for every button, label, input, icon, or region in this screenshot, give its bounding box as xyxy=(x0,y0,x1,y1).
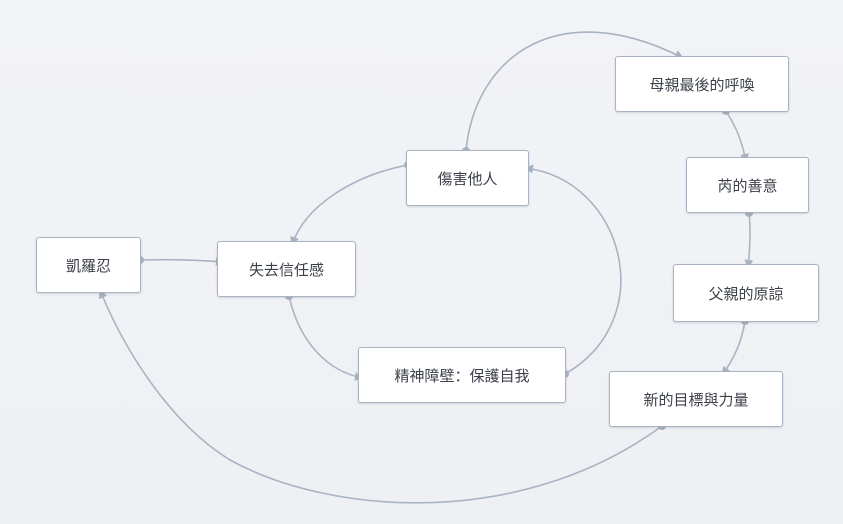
node-new-goal-and-strength[interactable]: 新的目標與力量 xyxy=(609,371,783,427)
edge-kelrenn-to-loss-of-trust xyxy=(139,256,225,266)
node-kelrenn[interactable]: 凱羅忍 xyxy=(36,237,141,293)
node-label: 凱羅忍 xyxy=(65,256,111,275)
edge-hurting-others-to-loss-of-trust xyxy=(290,164,409,246)
node-label: 母親最後的呼喚 xyxy=(649,75,755,94)
node-hurting-others[interactable]: 傷害他人 xyxy=(406,150,529,206)
node-label: 父親的原諒 xyxy=(708,284,784,303)
node-label: 新的目標與力量 xyxy=(643,390,749,409)
node-label: 傷害他人 xyxy=(437,169,498,188)
edge-reys-kindness-to-fathers-forgiveness xyxy=(744,212,754,269)
node-label: 失去信任感 xyxy=(248,260,324,279)
node-fathers-forgiveness[interactable]: 父親的原諒 xyxy=(673,264,819,322)
node-label: 精神障壁：保護自我 xyxy=(394,366,530,385)
edge-new-goal-to-kelrenn xyxy=(98,289,663,504)
node-reys-kindness[interactable]: 芮的善意 xyxy=(686,157,809,213)
edge-mental-barrier-to-hurting-others xyxy=(524,164,622,375)
node-label: 芮的善意 xyxy=(717,176,778,195)
node-loss-of-trust[interactable]: 失去信任感 xyxy=(217,241,356,297)
node-mothers-call[interactable]: 母親最後的呼喚 xyxy=(615,56,789,112)
edge-hurting-others-to-mothers-call xyxy=(465,31,684,152)
edge-loss-of-trust-to-mental-barrier xyxy=(288,295,364,381)
node-mental-barrier[interactable]: 精神障壁：保護自我 xyxy=(358,347,566,403)
edge-fathers-forgiveness-to-new-goal xyxy=(721,320,746,376)
edge-mothers-call-to-reys-kindness xyxy=(725,110,749,163)
